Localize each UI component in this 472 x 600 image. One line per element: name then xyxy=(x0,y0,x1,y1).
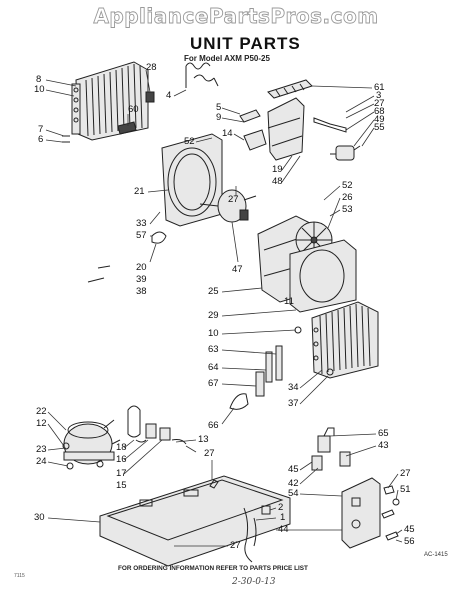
control-plate xyxy=(341,477,381,549)
callout-12: 12 xyxy=(36,418,47,429)
callout-48: 48 xyxy=(272,176,283,187)
callout-11: 11 xyxy=(284,296,294,307)
switch-assembly xyxy=(311,427,351,471)
callout-19: 19 xyxy=(272,164,283,175)
callout-5: 5 xyxy=(216,102,221,113)
callout-28: 28 xyxy=(146,62,157,73)
ordering-note: FOR ORDERING INFORMATION REFER TO PARTS … xyxy=(118,565,308,572)
callout-18: 18 xyxy=(116,442,127,453)
callout-16: 16 xyxy=(116,454,127,465)
callout-42: 42 xyxy=(288,478,299,489)
fan-shroud xyxy=(161,133,223,227)
callout-labels: 8 10 28 4 60 7 6 5 9 61 3 27 68 49 55 14… xyxy=(34,62,415,551)
watermark: AppliancePartsPros.com xyxy=(93,4,379,29)
callout-10: 10 xyxy=(208,328,219,339)
callout-27: 27 xyxy=(228,194,239,205)
callout-57: 57 xyxy=(136,230,147,241)
air-filter-strip xyxy=(267,79,313,99)
callout-67: 67 xyxy=(208,378,219,389)
callout-27: 27 xyxy=(230,540,241,551)
callout-33: 33 xyxy=(136,218,147,229)
callout-13: 13 xyxy=(198,434,209,445)
callout-3: 3 xyxy=(376,90,381,101)
callout-60: 60 xyxy=(128,104,139,115)
corner-mark: 7115 xyxy=(14,573,25,579)
callout-25: 25 xyxy=(208,286,219,297)
callout-61: 61 xyxy=(374,82,385,93)
callout-37: 37 xyxy=(288,398,299,409)
callout-17: 17 xyxy=(116,468,127,479)
callout-26: 26 xyxy=(342,192,353,203)
leader-lines xyxy=(45,69,403,547)
diagram-subtitle: For Model AXM P50-25 xyxy=(184,54,270,63)
filter-strips xyxy=(229,326,334,410)
callout-30: 30 xyxy=(34,512,45,523)
callout-23: 23 xyxy=(36,444,47,455)
callout-45: 45 xyxy=(288,464,299,475)
callout-1: 1 xyxy=(280,512,285,523)
callout-56: 56 xyxy=(404,536,415,547)
callout-15: 15 xyxy=(116,480,127,491)
callout-55: 55 xyxy=(374,122,385,133)
fan-motor xyxy=(199,189,257,223)
callout-47: 47 xyxy=(232,264,243,275)
spring xyxy=(185,62,215,82)
callout-22: 22 xyxy=(36,406,47,417)
callout-54: 54 xyxy=(288,488,299,499)
callout-65: 65 xyxy=(378,428,389,439)
callout-52: 52 xyxy=(342,180,353,191)
callout-10: 10 xyxy=(34,84,45,95)
callout-20: 20 xyxy=(136,262,147,273)
callout-27: 27 xyxy=(204,448,215,459)
screw xyxy=(209,479,219,489)
bar xyxy=(313,117,347,133)
callout-53: 53 xyxy=(342,204,353,215)
callout-34: 34 xyxy=(288,382,299,393)
callout-29: 29 xyxy=(208,310,219,321)
callout-45: 45 xyxy=(404,524,415,535)
callout-2: 2 xyxy=(278,502,283,513)
callout-9: 9 xyxy=(216,112,221,123)
drawing-code: AC-1415 xyxy=(424,552,448,558)
callout-27: 27 xyxy=(400,468,411,479)
capacitor xyxy=(330,145,361,161)
condenser-coil xyxy=(71,61,149,141)
callout-8: 8 xyxy=(36,74,41,85)
evaporator-coil xyxy=(311,301,379,379)
callout-44: 44 xyxy=(278,524,289,535)
callout-4: 4 xyxy=(166,90,171,101)
callout-7: 7 xyxy=(38,124,43,135)
handwritten-note: 2-30-0-13 xyxy=(232,577,276,587)
callout-63: 63 xyxy=(208,344,219,355)
callout-49: 49 xyxy=(374,114,385,125)
callout-38: 38 xyxy=(136,286,147,297)
terminal-cover xyxy=(127,405,187,445)
callout-43: 43 xyxy=(378,440,389,451)
compressor xyxy=(63,419,121,465)
control-bracket xyxy=(239,97,305,161)
callout-6: 6 xyxy=(38,134,43,145)
callout-14: 14 xyxy=(222,128,233,139)
callout-27: 27 xyxy=(374,98,385,109)
callout-68: 68 xyxy=(374,106,385,117)
callout-66: 66 xyxy=(208,420,219,431)
base-pan xyxy=(99,475,291,567)
callout-21: 21 xyxy=(134,186,145,197)
callout-52: 52 xyxy=(184,136,195,147)
hardware xyxy=(381,485,400,541)
coil-bracket xyxy=(62,91,155,143)
callout-39: 39 xyxy=(136,274,147,285)
callout-51: 51 xyxy=(400,484,411,495)
motor-clip xyxy=(87,231,167,283)
callout-64: 64 xyxy=(208,362,219,373)
callout-24: 24 xyxy=(36,456,47,467)
diagram-title: UNIT PARTS xyxy=(190,34,301,53)
orifice-panel xyxy=(289,239,357,313)
